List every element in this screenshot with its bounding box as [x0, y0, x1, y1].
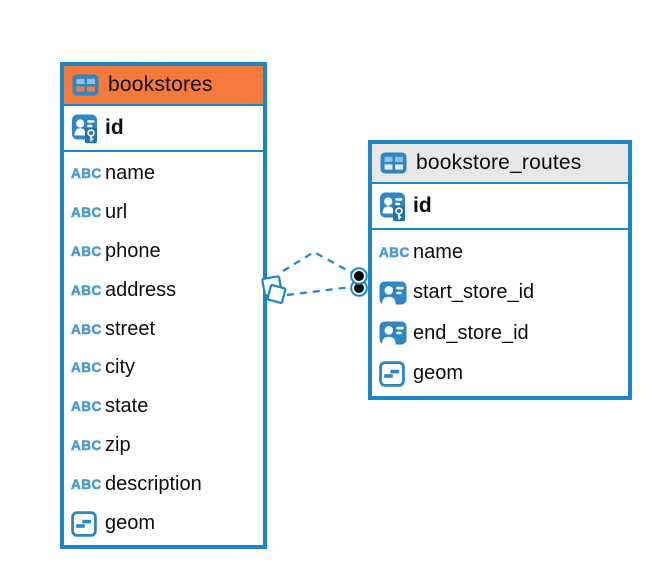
column-name: name	[413, 240, 464, 263]
primary-key-icon	[379, 191, 413, 222]
text-icon: ABC	[71, 321, 102, 337]
column-name: street	[105, 317, 156, 340]
column-name: geom	[105, 512, 156, 535]
foreign-key-icon	[379, 321, 413, 345]
column-name: state	[105, 395, 149, 418]
table-header-bookstore-routes[interactable]: bookstore_routes	[372, 144, 628, 184]
column-name: address	[105, 278, 177, 301]
column-name: id	[413, 194, 432, 217]
column-row-id[interactable]: id	[372, 184, 628, 228]
column-name: zip	[105, 434, 131, 457]
table-icon	[72, 74, 99, 96]
text-icon: ABC	[71, 360, 102, 376]
column-name: description	[105, 473, 202, 496]
primary-key-icon	[71, 113, 105, 144]
column-name: start_store_id	[413, 281, 535, 304]
column-name: url	[105, 200, 128, 223]
table-icon	[380, 152, 407, 174]
relationship-line-lower[interactable]	[286, 285, 352, 297]
column-name: id	[105, 116, 124, 139]
column-name: geom	[413, 362, 464, 385]
text-icon: ABC	[71, 438, 102, 454]
table-title: bookstores	[108, 73, 213, 96]
relationship-endpoint-dots[interactable]	[350, 267, 368, 297]
foreign-key-icon	[379, 281, 413, 305]
geometry-icon	[71, 510, 105, 537]
geometry-icon	[379, 360, 413, 387]
table-header-bookstores[interactable]: bookstores	[64, 66, 263, 106]
column-row-id[interactable]: id	[64, 106, 263, 150]
primary-key-section: id	[64, 106, 263, 152]
column-row-geom[interactable]: geom	[64, 504, 263, 543]
column-name: name	[105, 161, 156, 184]
column-name: phone	[105, 239, 161, 262]
text-icon: ABC	[71, 243, 102, 259]
column-row-end_store_id[interactable]: end_store_id	[372, 313, 628, 354]
table-title: bookstore_routes	[416, 151, 582, 174]
text-icon: ABC	[71, 282, 102, 298]
column-name: end_store_id	[413, 321, 529, 344]
column-name: city	[105, 356, 135, 379]
primary-key-section: id	[372, 184, 628, 230]
column-row-start_store_id[interactable]: start_store_id	[372, 273, 628, 314]
text-icon: ABC	[71, 165, 102, 182]
text-icon: ABC	[379, 244, 410, 260]
text-icon: ABC	[71, 204, 102, 221]
text-icon: ABC	[71, 477, 102, 493]
column-row-geom[interactable]: geom	[372, 354, 628, 395]
text-icon: ABC	[71, 399, 102, 415]
relationship-line-upper[interactable]	[282, 250, 353, 274]
